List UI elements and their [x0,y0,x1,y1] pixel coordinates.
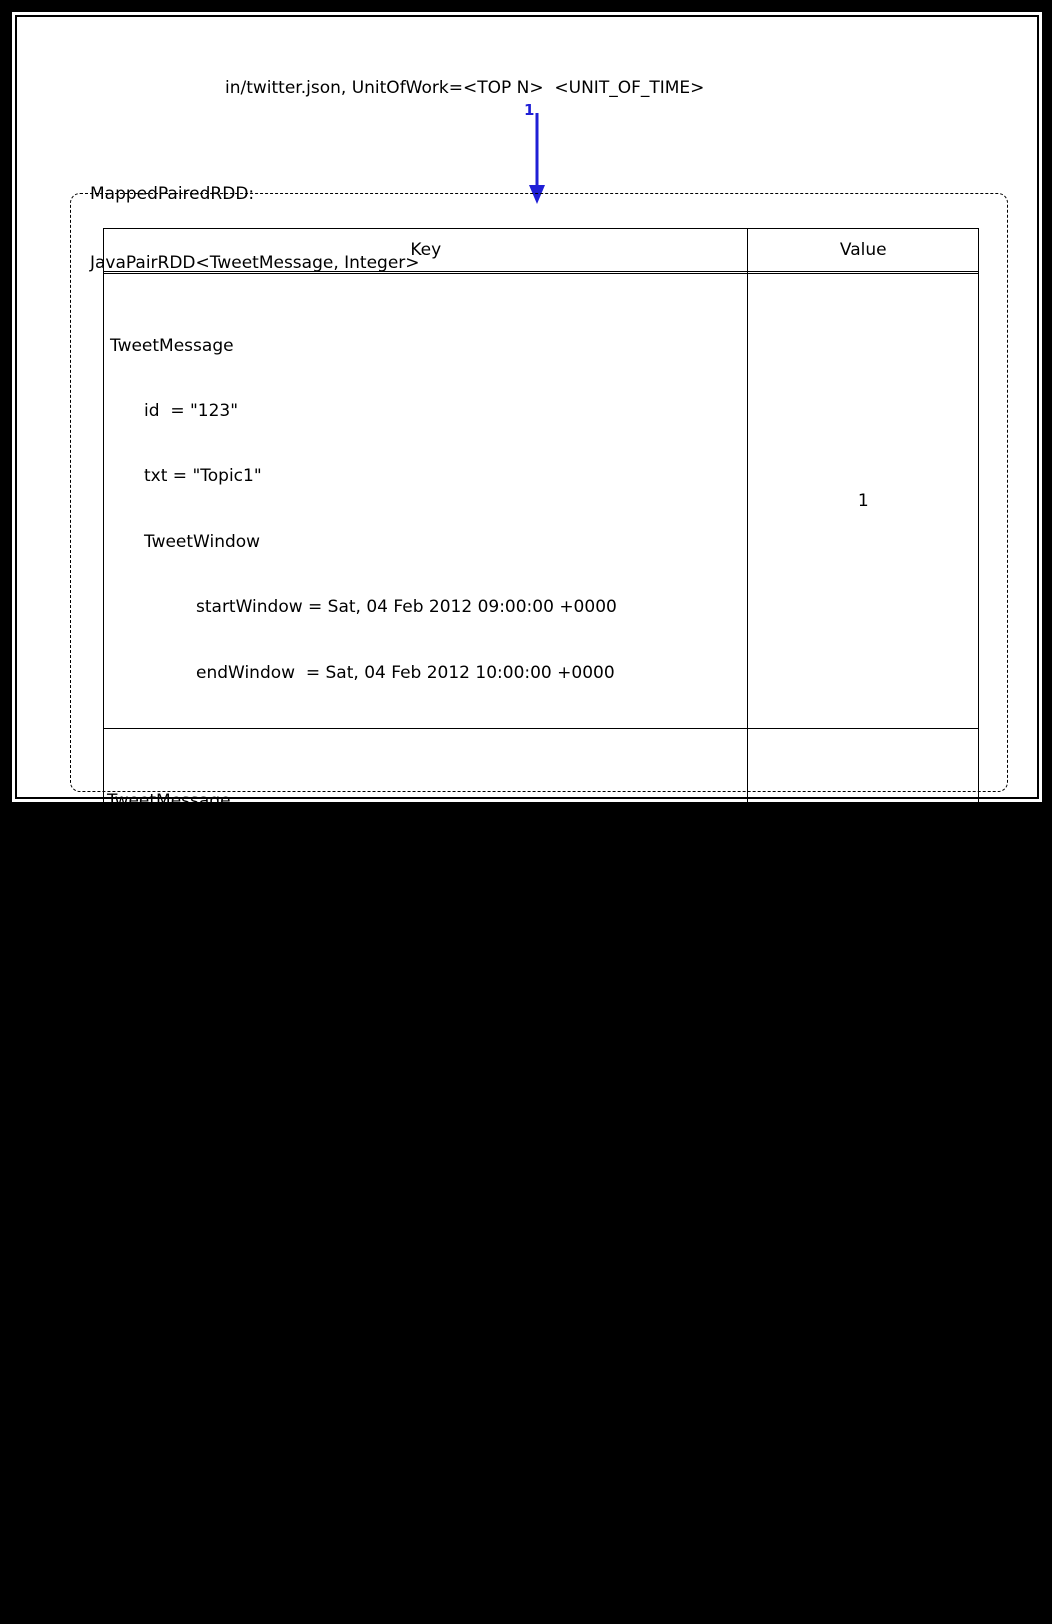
id-field: id = "678" [138,1310,233,1331]
class-name: TweetMessage [104,1245,228,1266]
key-value-table: Key Value TweetMessage id = "123" txt = … [102,228,979,1624]
table-header-row: Key Value [102,228,979,272]
key-cell: TweetMessage id = "678" txt = "Topic3" T… [102,1182,749,1624]
input-description: in/twitter.json, UnitOfWork=<TOP N> <UNI… [225,78,705,98]
key-cell: TweetMessage id = "345" txt = "Topic2" T… [102,727,749,1184]
header-gap [102,271,979,274]
txt-field: txt = "Topic1" [144,466,262,487]
table-row: TweetMessage id = "123" txt = "Topic1" T… [102,273,979,729]
id-field: id = "345" [141,855,236,876]
class-name: TweetMessage [110,335,234,356]
window-class: TweetWindow [138,1441,255,1462]
key-header: Key [102,228,749,272]
step-number-label: 1 [524,101,535,119]
id-field: id = "123" [144,400,239,421]
value-cell: 1 [747,273,979,729]
table-row: TweetMessage id = "678" txt = "Topic3" T… [102,1182,979,1624]
txt-field: txt = "Topic2" [141,921,259,942]
flow-arrow [529,113,545,204]
window-class: TweetWindow [141,986,258,1007]
start-window-field: startWindow = Sun, 04 Feb 2012 09:00:00 … [193,1052,619,1073]
key-cell: TweetMessage id = "123" txt = "Topic1" T… [102,273,749,729]
start-window-field: startWindow = Mon, 06 Feb 2012 09:00:00 … [190,1507,619,1528]
class-name: TweetMessage [107,790,231,811]
rdd-title: MappedPairedRDD: [90,184,255,204]
end-window-field: endWindow = Mon, 06 Feb 2012 10:00:00 +0… [190,1572,617,1593]
value-cell: 1 [747,1182,979,1624]
diagram-frame: in/twitter.json, UnitOfWork=<TOP N> <UNI… [12,12,1042,1624]
value-header: Value [747,228,979,272]
start-window-field: startWindow = Sat, 04 Feb 2012 09:00:00 … [196,597,617,618]
table-row: TweetMessage id = "345" txt = "Topic2" T… [102,727,979,1184]
window-class: TweetWindow [144,531,261,552]
end-window-field: endWindow = Sun, 04 Feb 2012 10:00:00 +0… [193,1117,617,1138]
end-window-field: endWindow = Sat, 04 Feb 2012 10:00:00 +0… [196,662,615,683]
txt-field: txt = "Topic3" [138,1376,256,1397]
value-cell: 1 [747,727,979,1184]
